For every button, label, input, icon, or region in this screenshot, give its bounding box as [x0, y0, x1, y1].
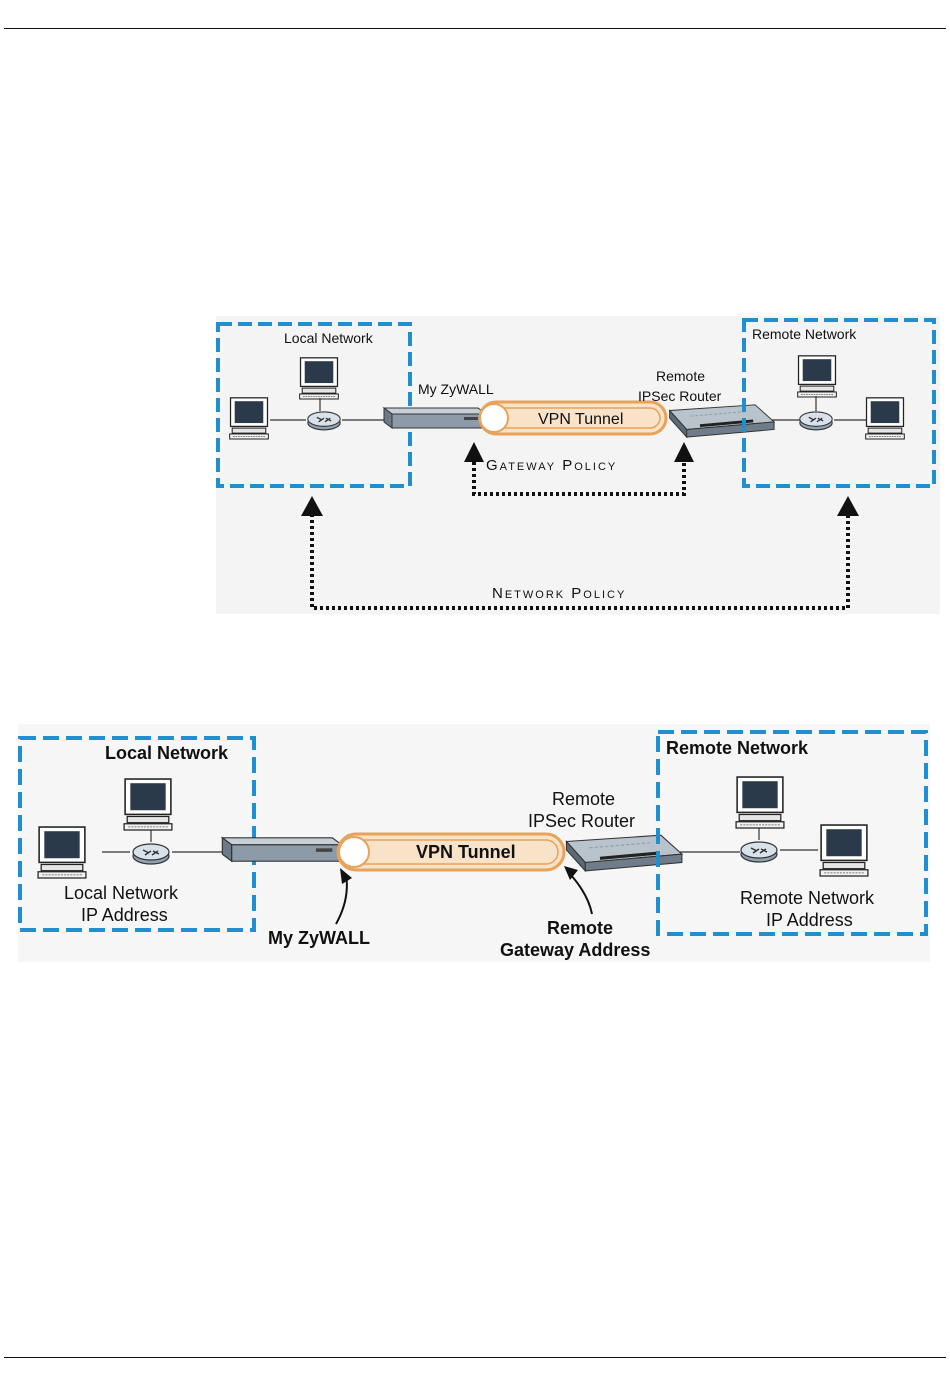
remote-gateway-label-1: Remote: [547, 918, 613, 938]
hub-icon: [741, 842, 777, 862]
remote-ip-label-2: IP Address: [766, 910, 853, 930]
local-ip-label-1: Local Network: [64, 883, 179, 903]
local-network-label: Local Network: [284, 330, 374, 346]
network-policy-label: Network Policy: [492, 585, 626, 602]
remote-network-label: Remote Network: [666, 738, 809, 758]
hub-icon: [133, 844, 169, 864]
remote-router-label-1: Remote: [656, 368, 705, 384]
vpn-tunnel-label: VPN Tunnel: [416, 842, 516, 862]
remote-router-label-1: Remote: [552, 789, 615, 809]
computer-icon: [866, 398, 905, 439]
vpn-tunnel-label: VPN Tunnel: [538, 411, 623, 428]
computer-icon: [230, 398, 269, 439]
computer-icon: [736, 777, 784, 828]
remote-network-label: Remote Network: [752, 326, 857, 342]
remote-gateway-label-2: Gateway Address: [500, 940, 650, 960]
local-network-label: Local Network: [105, 743, 229, 763]
computer-icon: [124, 779, 172, 830]
top-rule: [4, 28, 946, 29]
my-zywall-label: My ZyWALL: [418, 381, 494, 397]
computer-icon: [820, 825, 868, 876]
remote-ip-label-1: Remote Network: [740, 888, 875, 908]
my-zywall-label: My ZyWALL: [268, 928, 370, 948]
computer-icon: [38, 827, 86, 878]
figure-2-vpn-addresses: Local Network Local Network IP Address M…: [18, 724, 930, 962]
zywall-device-icon: [222, 838, 341, 861]
bottom-rule: [4, 1357, 946, 1358]
local-ip-label-2: IP Address: [81, 905, 168, 925]
gateway-policy-label: Gateway Policy: [486, 457, 617, 474]
remote-router-label-2: IPSec Router: [638, 388, 722, 404]
figure-1-vpn-policies: Local Network My ZyWALL VPN Tunnel Remot…: [216, 316, 940, 614]
computer-icon: [798, 356, 837, 397]
hub-icon: [308, 412, 340, 430]
computer-icon: [300, 358, 339, 399]
zywall-device-icon: [384, 408, 486, 428]
hub-icon: [800, 412, 832, 430]
remote-router-label-2: IPSec Router: [528, 811, 635, 831]
